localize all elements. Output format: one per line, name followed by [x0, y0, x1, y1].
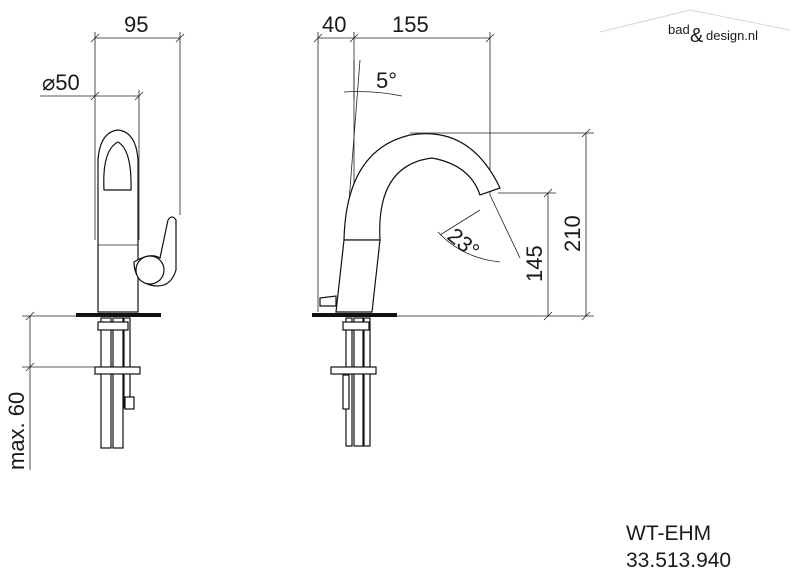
product-article-number: 33.513.940: [626, 549, 731, 572]
front-rod-left: [100, 317, 112, 449]
side-spout: [343, 133, 501, 241]
side-base-plate: [312, 313, 397, 317]
dim-height-total-label: 210: [560, 215, 585, 252]
side-upper-nut: [342, 321, 370, 331]
side-screw: [342, 374, 350, 410]
dim-diameter-label: ⌀50: [42, 70, 80, 95]
dim-max-thickness-label: max. 60: [4, 392, 29, 470]
front-screw: [124, 396, 135, 410]
dim-side-top: 40 155: [313, 12, 495, 312]
front-upper-nut: [97, 321, 129, 331]
front-view: 95 ⌀50 max: [4, 12, 185, 470]
side-view: 40 155 5° 23° 145: [312, 12, 594, 447]
watermark-ampersand: &: [690, 25, 704, 47]
side-lower-bracket: [330, 366, 377, 375]
dim-width-front: 95: [90, 12, 185, 240]
dim-diameter: ⌀50: [40, 70, 144, 240]
watermark-logo: bad & design.nl: [599, 9, 791, 47]
dim-max-thickness: max. 60: [4, 311, 110, 470]
dim-height-outlet-label: 145: [522, 245, 547, 282]
front-rod-right: [123, 317, 131, 409]
product-model: WT-EHM: [626, 522, 711, 545]
dim-reach-label: 155: [392, 12, 429, 37]
front-lower-bracket: [94, 366, 141, 375]
dim-angle-spout: 23°: [437, 194, 521, 263]
front-head-highlight: [103, 141, 132, 191]
dim-angle-tilt-label: 5°: [376, 68, 397, 93]
dim-width-front-label: 95: [124, 12, 148, 37]
side-rod-middle: [353, 317, 364, 447]
watermark-text-left: bad: [668, 22, 690, 37]
dim-offset-side-label: 40: [322, 12, 346, 37]
front-rod-middle: [112, 317, 124, 449]
front-lever-hub: [135, 255, 165, 285]
dim-height-total: 210: [410, 128, 594, 321]
side-faucet-body: [335, 239, 381, 313]
front-base-plate: [76, 313, 161, 317]
watermark-text-right: design.nl: [706, 28, 758, 43]
side-drain-knob: [319, 295, 337, 307]
product-label: WT-EHM 33.513.940: [626, 522, 731, 572]
side-rod-right: [363, 317, 371, 447]
dim-height-outlet: 145: [498, 188, 556, 321]
